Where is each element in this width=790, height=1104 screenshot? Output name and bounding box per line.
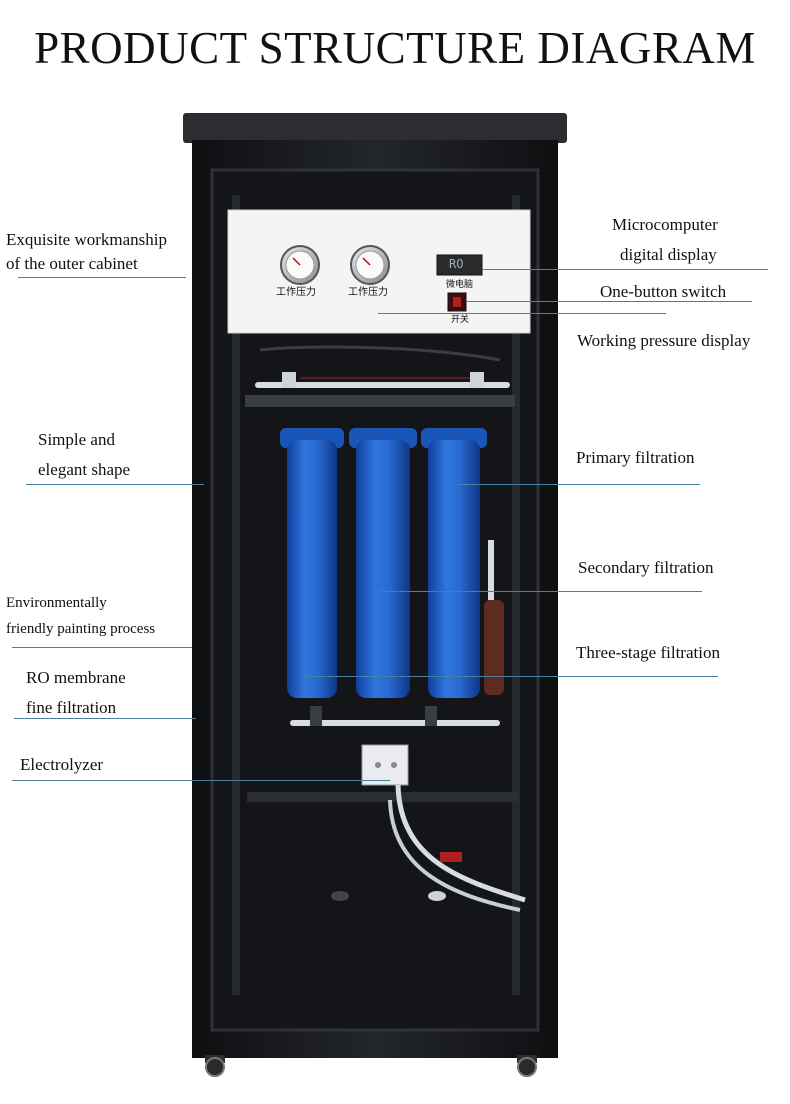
label-one-button-switch: One-button switch (600, 282, 727, 301)
guide-line-three-stage-filtration (304, 676, 718, 677)
label-painting-process: Environmentally friendly painting proces… (6, 595, 156, 637)
guide-line-electrolyzer (12, 780, 390, 781)
ro-membrane (484, 600, 504, 695)
display-readout: RO (449, 257, 464, 271)
guide-line-outer-cabinet (18, 277, 186, 278)
filter-housing-3 (421, 428, 487, 698)
guide-line-ro-membrane (14, 718, 196, 719)
filter-housing-2 (349, 428, 417, 698)
label-three-stage-filtration: Three-stage filtration (576, 643, 720, 662)
gauge-label-2: 工作压力 (348, 287, 388, 298)
guide-line-one-button-switch (466, 301, 752, 302)
guide-line-elegant-shape (26, 484, 204, 485)
caster-wheel-left (205, 1055, 225, 1077)
label-electrolyzer: Electrolyzer (20, 755, 104, 774)
guide-line-primary-filtration (458, 484, 700, 485)
diagram-title: PRODUCT STRUCTURE DIAGRAM (34, 23, 756, 73)
label-elegant-shape: Simple and elegant shape (38, 430, 131, 479)
cabinet-top (183, 113, 567, 143)
display-label: 微电脑 (446, 280, 474, 290)
guide-line-digital-display (482, 269, 768, 270)
switch-label: 开关 (451, 315, 470, 325)
label-ro-membrane: RO membrane fine filtration (26, 668, 126, 717)
pressure-gauge-1 (280, 245, 320, 285)
label-secondary-filtration: Secondary filtration (578, 558, 714, 577)
gauge-label-1: 工作压力 (276, 287, 316, 298)
electrolyzer-unit (361, 744, 409, 786)
filter-housing-1 (280, 428, 344, 698)
label-digital-display: Microcomputer digital display (612, 215, 718, 264)
guide-line-working-pressure (378, 313, 666, 314)
guide-line-secondary-filtration (380, 591, 702, 592)
pressure-gauge-2 (350, 245, 390, 285)
label-working-pressure: Working pressure display (577, 331, 751, 350)
caster-wheel-right (517, 1055, 537, 1077)
label-outer-cabinet: Exquisite workmanship of the outer cabin… (6, 230, 168, 273)
digital-display (436, 254, 483, 276)
guide-line-painting-process (12, 647, 192, 648)
label-primary-filtration: Primary filtration (576, 448, 695, 467)
